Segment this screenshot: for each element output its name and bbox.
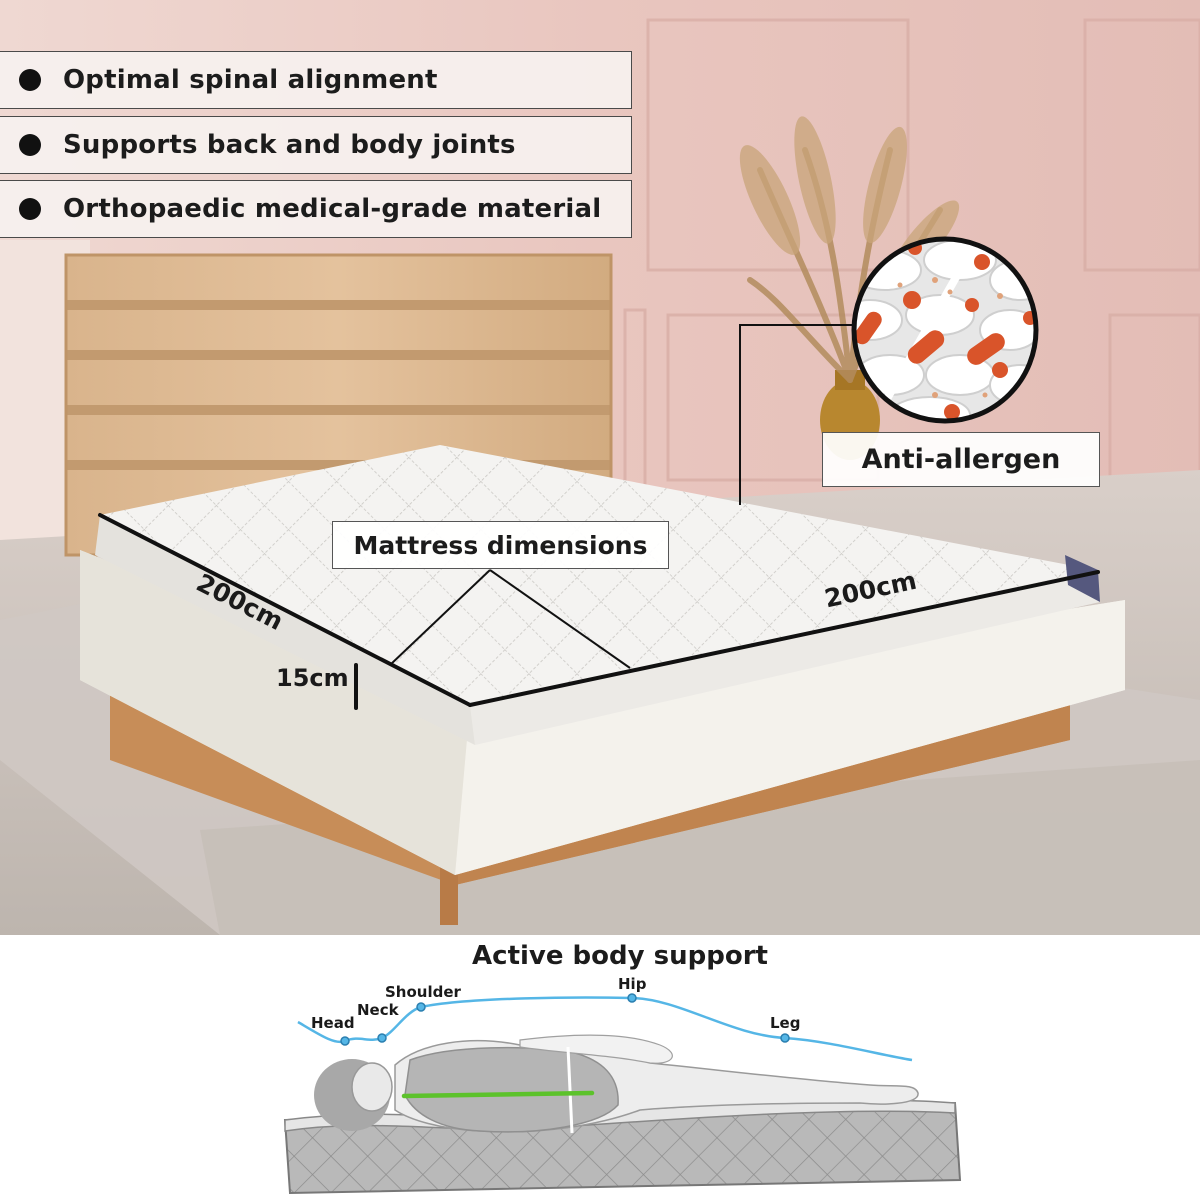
label-leg: Leg bbox=[770, 1014, 801, 1032]
label-head: Head bbox=[311, 1014, 355, 1032]
feature-label: Optimal spinal alignment bbox=[63, 65, 438, 95]
body-support-panel: Head Neck Shoulder Hip Leg bbox=[0, 935, 1200, 1200]
label-hip: Hip bbox=[618, 975, 647, 993]
body-support-title: Active body support bbox=[472, 941, 768, 971]
feature-label: Supports back and body joints bbox=[63, 130, 516, 160]
bullet-icon bbox=[19, 134, 41, 156]
support-point-neck bbox=[377, 1033, 387, 1043]
feature-label: Orthopaedic medical-grade material bbox=[63, 194, 602, 224]
bedroom-illustration bbox=[0, 0, 1200, 935]
support-point-leg bbox=[780, 1033, 790, 1043]
feature-row-medical-material: Orthopaedic medical-grade material bbox=[0, 180, 632, 238]
support-point-hip bbox=[627, 993, 637, 1003]
feature-row-spinal-alignment: Optimal spinal alignment bbox=[0, 51, 632, 109]
body-support-diagram bbox=[283, 993, 962, 1195]
label-shoulder: Shoulder bbox=[385, 983, 461, 1001]
spine-alignment-line bbox=[401, 1090, 595, 1099]
mattress-dimensions-label: Mattress dimensions bbox=[332, 521, 669, 569]
bullet-icon bbox=[19, 198, 41, 220]
feature-row-joint-support: Supports back and body joints bbox=[0, 116, 632, 174]
support-point-shoulder bbox=[416, 1002, 426, 1012]
anti-allergen-label: Anti-allergen bbox=[822, 432, 1100, 487]
bedroom-scene bbox=[0, 0, 1200, 935]
height-dimension: 15cm bbox=[276, 664, 349, 692]
bullet-icon bbox=[19, 69, 41, 91]
body-silhouette bbox=[314, 1034, 919, 1134]
label-neck: Neck bbox=[357, 1001, 399, 1019]
support-point-head bbox=[340, 1036, 350, 1046]
